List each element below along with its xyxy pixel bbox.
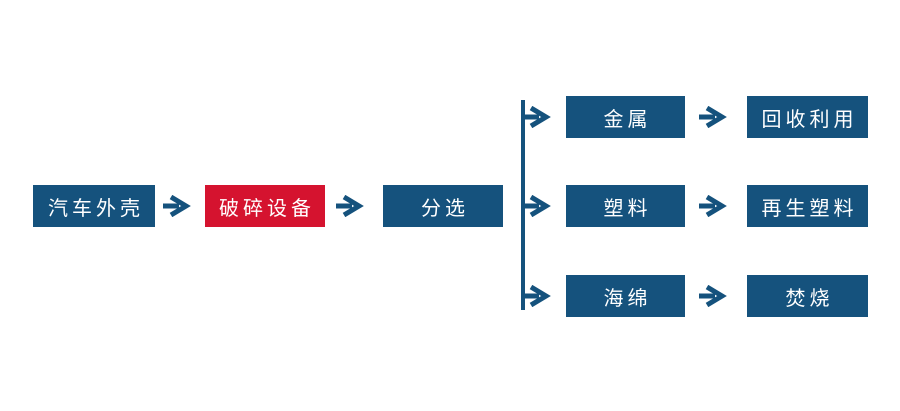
arrow-right-icon xyxy=(523,106,551,128)
node-crushing-equipment: 破碎设备 xyxy=(205,185,325,227)
arrow-right-icon xyxy=(699,285,727,307)
arrow-right-icon xyxy=(523,195,551,217)
arrow-right-icon xyxy=(336,195,364,217)
arrow-right-icon xyxy=(163,195,191,217)
arrow-right-icon xyxy=(699,195,727,217)
node-car-shell: 汽车外壳 xyxy=(33,185,155,227)
node-metal: 金属 xyxy=(566,96,685,138)
node-incineration: 焚烧 xyxy=(747,275,868,317)
node-recycled-plastic: 再生塑料 xyxy=(747,185,868,227)
node-recycling-reuse: 回收利用 xyxy=(747,96,868,138)
node-sponge: 海绵 xyxy=(566,275,685,317)
node-sorting: 分选 xyxy=(383,185,503,227)
node-plastic: 塑料 xyxy=(566,185,685,227)
arrow-right-icon xyxy=(699,106,727,128)
arrow-right-icon xyxy=(523,285,551,307)
